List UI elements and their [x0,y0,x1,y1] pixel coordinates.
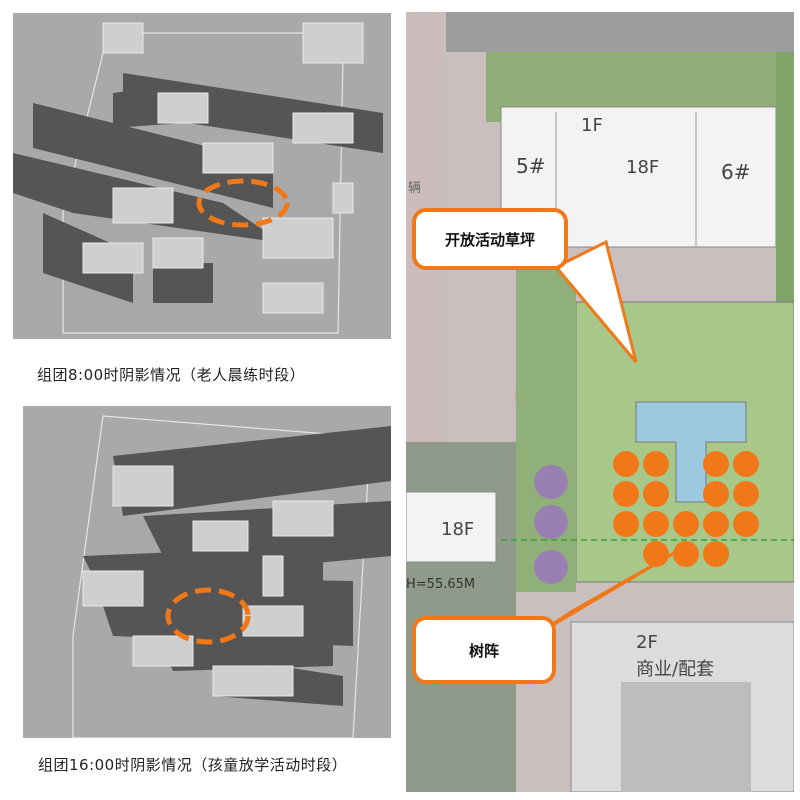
commercial-floors-label: 2F [636,632,658,653]
floors-18f-label: 18F [626,157,660,178]
caption-4pm: 组团16:00时阴影情况（孩童放学活动时段） [38,756,348,774]
shadow-analysis-8am [13,13,391,339]
building-5-label: 5# [516,154,546,178]
building-6-label: 6# [721,160,751,184]
shadow-analysis-4pm [23,406,391,738]
left-building-floors-label: 18F [441,519,475,540]
commercial-use-label: 商业/配套 [636,659,715,680]
building-height-label: H=55.65M [406,577,476,592]
callout-tree-array: 树阵 [412,616,556,684]
caption-8am: 组团8:00时阴影情况（老人晨练时段） [37,366,306,384]
callout-open-lawn: 开放活动草坪 [412,208,568,270]
road-label: 辆 [408,181,422,196]
floors-1f-label: 1F [581,115,603,136]
